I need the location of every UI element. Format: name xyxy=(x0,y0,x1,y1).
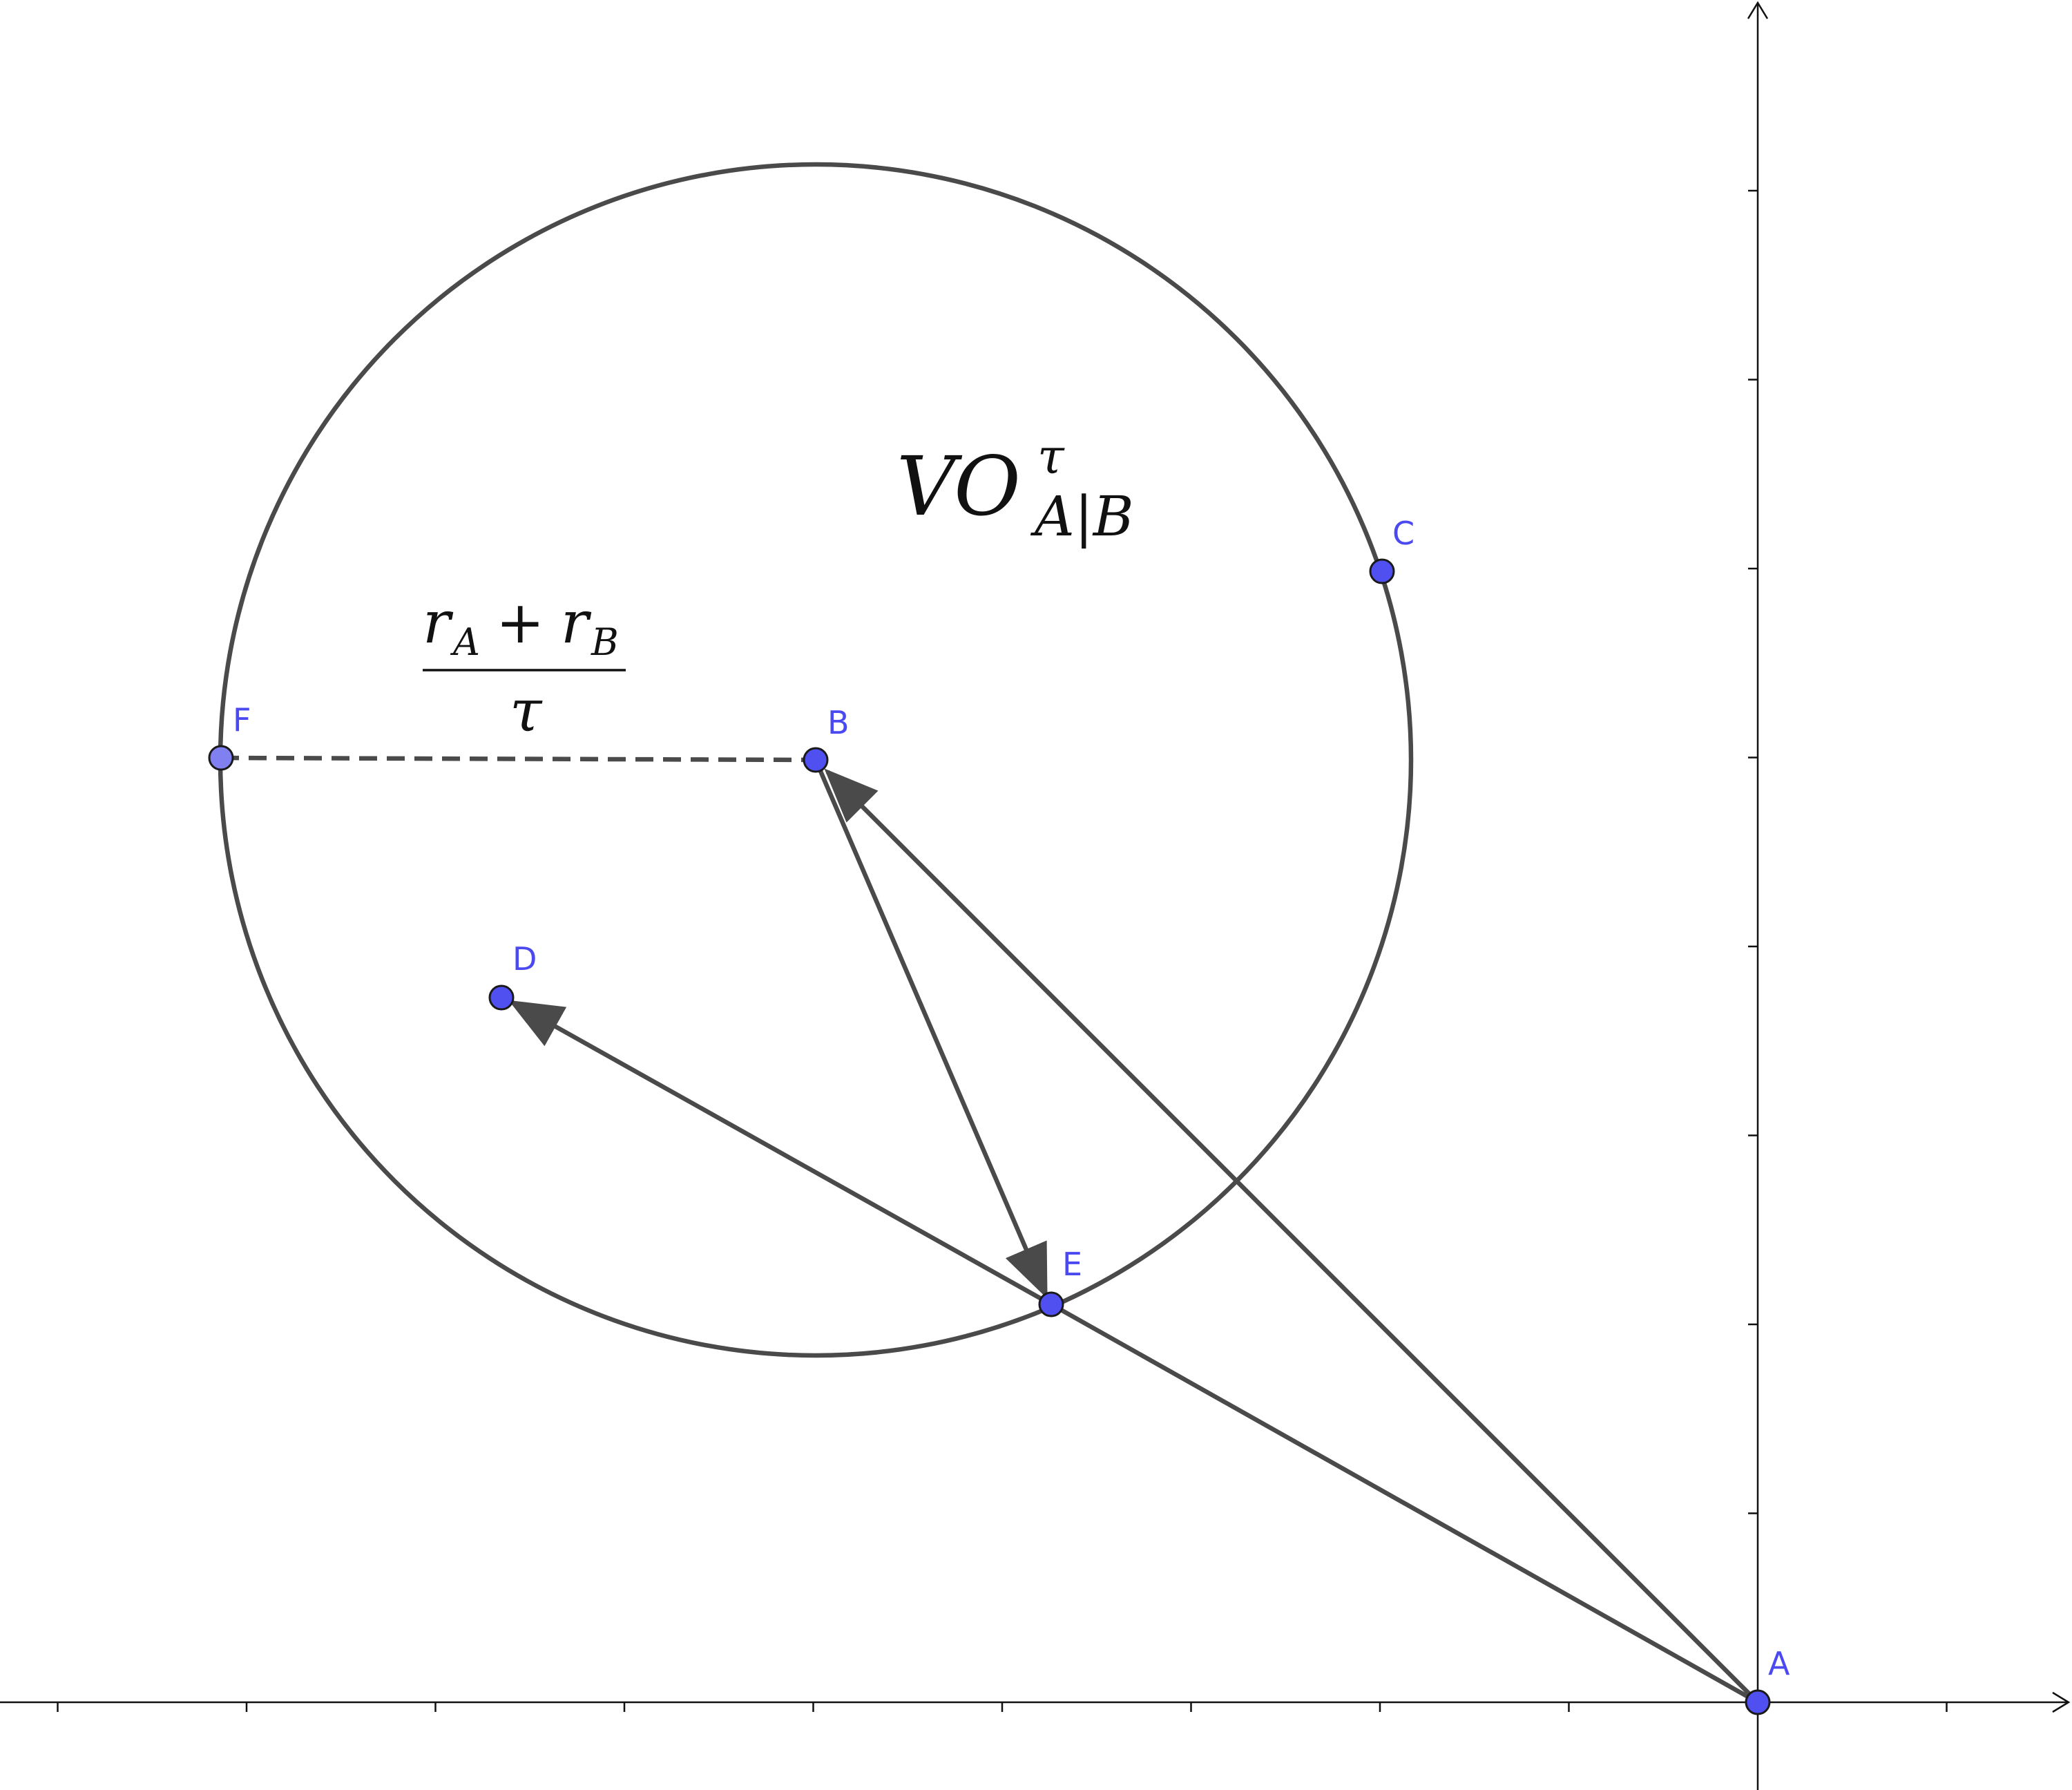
vector-e-d xyxy=(508,1000,1053,1306)
x-axis-ticks xyxy=(57,1702,1948,1712)
radius-label-denominator: τ xyxy=(510,677,543,745)
point-a-marker[interactable] xyxy=(1745,1689,1771,1715)
points: A B C D E F xyxy=(208,515,1790,1715)
point-f-label: F xyxy=(233,701,251,739)
point-c[interactable]: C xyxy=(1369,515,1414,584)
point-b-label: B xyxy=(827,704,850,741)
vo-label-main: VO xyxy=(896,439,1021,534)
point-d-label: D xyxy=(512,940,537,978)
y-axis-ticks xyxy=(1748,189,1758,1514)
point-f[interactable]: F xyxy=(208,701,251,771)
point-a-label: A xyxy=(1768,1645,1790,1682)
x-axis-arrow-icon xyxy=(2052,1691,2071,1713)
point-c-label: C xyxy=(1392,515,1414,552)
vo-label: VO τ A|B xyxy=(896,428,1134,549)
radius-label-sub-b: B xyxy=(591,620,619,664)
point-d[interactable]: D xyxy=(488,940,537,1011)
radius-dashed-line xyxy=(220,755,816,763)
radius-label-sub-a: A xyxy=(450,620,480,664)
radius-label: r A + r B τ xyxy=(423,589,626,745)
vo-label-subscript: A|B xyxy=(1030,484,1134,549)
point-e-label: E xyxy=(1062,1246,1082,1283)
point-e[interactable]: E xyxy=(1038,1246,1082,1317)
point-b[interactable]: B xyxy=(803,704,850,773)
y-axis-arrow-icon xyxy=(1747,1,1769,19)
segment-a-e xyxy=(1050,1302,1759,1704)
radius-label-r-a: r xyxy=(423,589,454,656)
point-f-marker[interactable] xyxy=(208,745,234,771)
point-b-marker[interactable] xyxy=(803,747,829,773)
point-a[interactable]: A xyxy=(1745,1645,1790,1715)
vo-label-superscript: τ xyxy=(1037,428,1065,485)
point-c-marker[interactable] xyxy=(1369,558,1395,584)
radius-label-plus: + xyxy=(496,589,544,656)
vector-b-e xyxy=(814,759,1048,1299)
point-e-marker[interactable] xyxy=(1038,1291,1064,1317)
radius-label-r-b: r xyxy=(561,589,592,656)
point-d-marker[interactable] xyxy=(488,984,515,1011)
vector-a-b xyxy=(824,768,1760,1704)
